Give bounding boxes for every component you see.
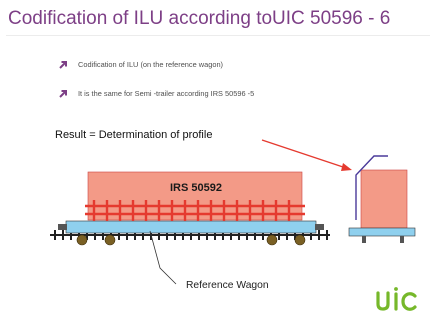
bullet-text: Codification of ILU (on the reference wa… xyxy=(78,60,224,69)
arrow-bullet-icon xyxy=(59,89,67,98)
reference-leader-line xyxy=(149,230,177,285)
reference-wagon-label: Reference Wagon xyxy=(186,280,269,291)
container-frame xyxy=(85,200,305,221)
bullet-text: It is the same for Semi -trailer accordi… xyxy=(78,89,255,98)
uic-logo-icon xyxy=(376,287,417,311)
bullet-list: Codification of ILU (on the reference wa… xyxy=(58,56,254,114)
wheels xyxy=(76,234,306,246)
result-arrow xyxy=(261,139,352,171)
bullet-item: It is the same for Semi -trailer accordi… xyxy=(58,85,254,102)
slide-title: Codification of ILU according toUIC 5059… xyxy=(8,8,391,29)
title-divider xyxy=(6,35,430,36)
buffer xyxy=(315,224,324,230)
result-text: Result = Determination of profile xyxy=(55,129,213,141)
wagon-deck xyxy=(65,220,317,234)
container-label: IRS 50592 xyxy=(170,182,222,194)
buffer xyxy=(58,224,67,230)
container-body xyxy=(87,171,303,221)
bullet-item: Codification of ILU (on the reference wa… xyxy=(58,56,254,73)
arrow-bullet-icon xyxy=(59,60,67,69)
profile-view xyxy=(348,155,416,243)
